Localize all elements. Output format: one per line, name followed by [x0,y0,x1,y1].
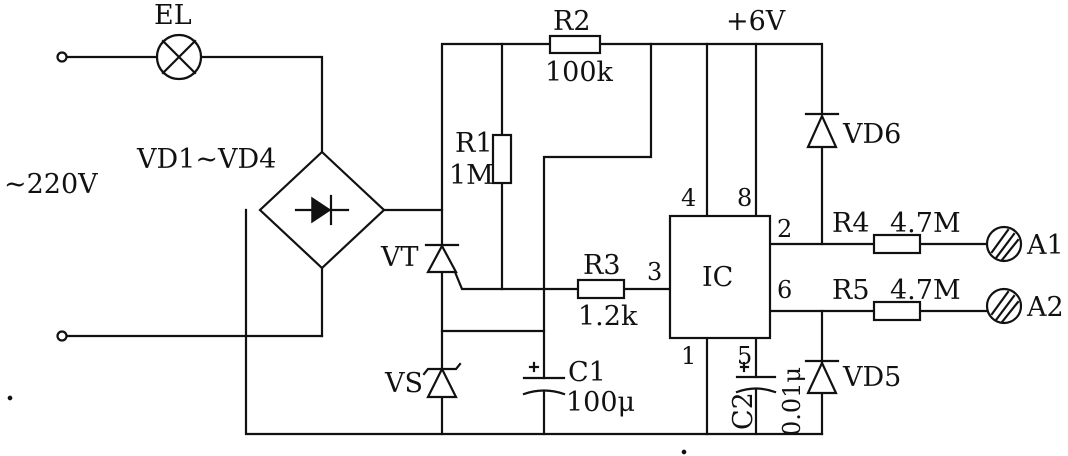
label-vd6: VD6 [842,119,901,150]
label-c1-value: 100μ [566,387,635,418]
ac-terminal-top [56,51,68,63]
label-r5-value: 4.7M [890,275,961,306]
label-dc-supply: +6V [726,6,786,37]
pin-label-8: 8 [737,184,752,212]
resistor-r4 [872,233,922,255]
pin-label-4: 4 [681,184,696,212]
label-r5-name: R5 [832,275,870,306]
label-a1: A1 [1026,230,1064,261]
label-r4-name: R4 [832,208,870,239]
capacitor-c1 [522,361,566,396]
label-vt: VT [380,242,419,273]
resistor-r2 [548,34,602,55]
label-c2-name: C2 [728,392,759,430]
label-ic: IC [702,262,733,293]
bridge-rectifier [258,150,386,270]
diode-vd6 [804,112,840,149]
pin-label-2: 2 [777,215,792,243]
label-el: EL [154,0,192,31]
pin-label-1: 1 [681,342,696,370]
ic-chip [668,214,772,340]
label-c2-value: 0.01μ [778,367,806,436]
label-vs: VS [384,368,423,399]
resistor-r1 [491,133,513,185]
label-r4-value: 4.7M [890,208,961,239]
zener-vs [422,362,462,399]
capacitor-c2 [735,361,777,394]
label-r3-value: 1.2k [578,301,638,332]
thyristor-vt [424,243,460,274]
resistor-r3 [576,278,626,300]
label-vd5: VD5 [842,362,901,393]
label-r1-name: R1 [455,128,493,159]
label-r2-value: 100k [545,57,614,88]
label-c1-name: C1 [568,357,606,388]
electrode-a1 [985,225,1023,263]
lamp-el [155,33,203,81]
label-ac-supply: ~220V [4,169,98,200]
resistor-r5 [872,300,922,322]
pin-label-3: 3 [647,258,662,286]
label-a2: A2 [1026,292,1064,323]
label-bridge: VD1~VD4 [136,144,276,175]
diode-vd5 [804,359,840,395]
label-r1-value: 1M [449,160,494,191]
electrode-a2 [985,287,1023,325]
pin-label-6: 6 [777,276,792,304]
label-r2-name: R2 [553,6,591,37]
pin-label-5: 5 [737,342,752,370]
ac-terminal-bottom [56,330,68,342]
label-r3-name: R3 [583,250,621,281]
wiring [65,42,988,436]
